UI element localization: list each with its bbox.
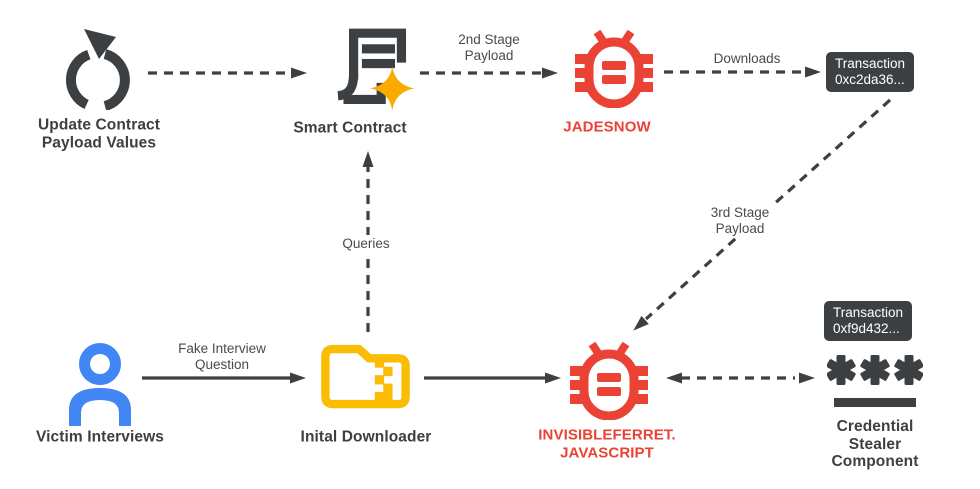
edge-label-queries: Queries [337,235,395,253]
person-icon [69,343,131,426]
invisibleferret-bug-icon [570,341,648,420]
transaction-hash: 0xf9d432... [833,321,900,336]
edge-label-2nd-stage-payload: 2nd Stage Payload [458,32,520,63]
credential-stealer-label: Credential Stealer Component [831,417,919,470]
refresh-icon [65,29,130,110]
edge-label-3rd-stage-payload: 3rd Stage Payload [705,204,775,238]
victim-interviews-label: Victim Interviews [35,428,165,446]
jadesnow-label: JADESNOW [563,118,651,136]
update-contract-label: Update Contract Payload Values [37,116,161,152]
zip-folder-icon [321,344,410,409]
sparkle-icon [370,66,415,111]
smart-contract-label: Smart Contract [293,119,407,137]
edge-label-downloads: Downloads [713,51,781,66]
initial-downloader-label: Inital Downloader [300,428,432,446]
zipper-pattern [374,358,393,402]
smart-contract-icon [337,28,415,111]
transaction-badge-2: Transaction 0xf9d432... [824,301,913,341]
transaction-title: Transaction [833,305,904,320]
transaction-badge-1: Transaction 0xc2da36... [826,52,915,92]
transaction-title: Transaction [835,56,906,71]
transaction-hash: 0xc2da36... [835,72,905,87]
jadesnow-bug-icon [575,29,653,108]
password-field-underline [834,398,916,407]
edge-label-fake-interview-question: Fake Interview Question [178,341,266,372]
password-asterisks-icon [827,355,923,407]
invisibleferret-label: INVISIBLEFERRET. JAVASCRIPT [538,426,676,462]
